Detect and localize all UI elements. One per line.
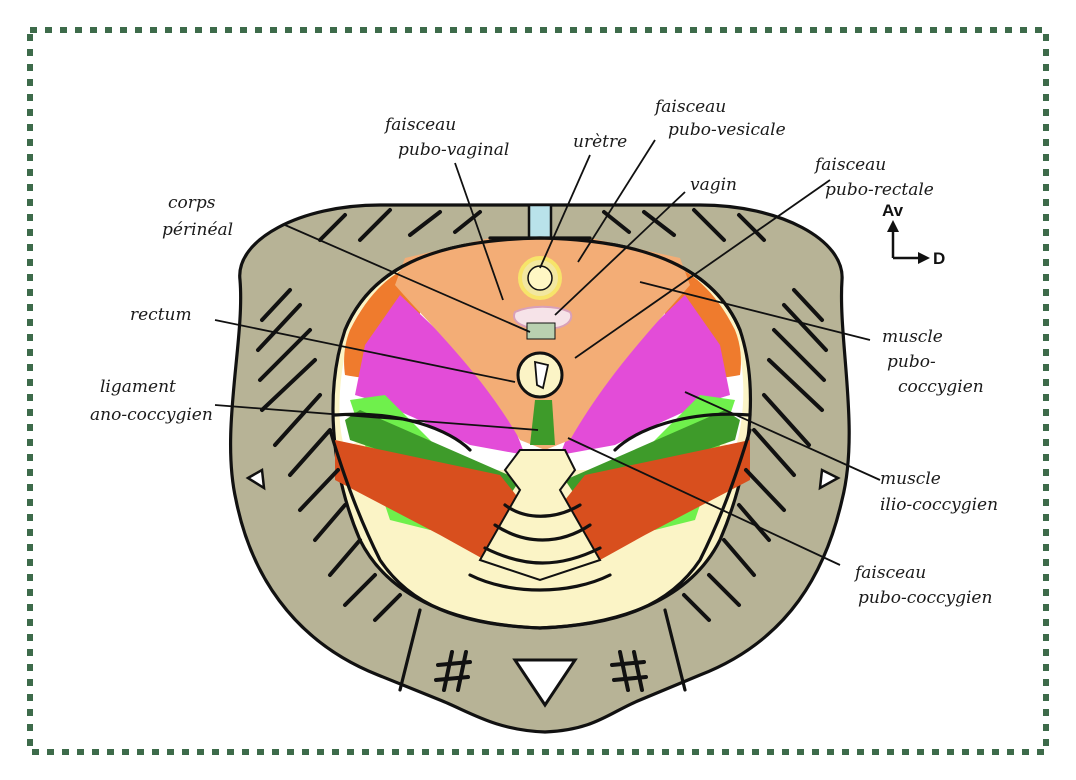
label-vagin: vagin: [690, 175, 737, 195]
obturator-foramen-right: [818, 468, 841, 491]
muscle-coccygeus-left: [335, 440, 520, 560]
label-rectum: rectum: [130, 305, 192, 325]
coccyx-tip: [512, 658, 578, 708]
corps-perineal-mesh: [526, 322, 556, 340]
label-corps-perineal: corps périnéal: [162, 193, 233, 240]
muscle-coccygeus-right: [565, 440, 750, 560]
label-faisceau-pubo-rectale: faisceau pubo-rectale: [813, 155, 934, 200]
bone-hatching-right: [602, 208, 828, 622]
label-faisceau-pubo-coccygien: faisceau pubo-coccygien: [853, 563, 992, 608]
label-faisceau-pubo-vaginal: faisceau pubo-vaginal: [383, 115, 509, 160]
leader-lines: [214, 139, 881, 566]
label-ligament-ano-coccygien: ligament ano-coccygien: [90, 377, 213, 425]
label-anterior: Av: [882, 201, 904, 220]
ligament-ano-coccygien: [530, 400, 555, 445]
label-right: D: [933, 249, 945, 268]
hash-mark-icon: [434, 650, 472, 692]
pubic-symphysis: [527, 203, 553, 240]
muscle-ilio-coccygien-left: [355, 295, 525, 455]
muscle-pubo-visceral: [395, 238, 690, 450]
label-muscle-ilio-coccygien: muscle ilio-coccygien: [880, 469, 998, 515]
hash-mark-icon: [610, 650, 648, 692]
label-faisceau-pubo-vesicale: faisceau pubo-vesicale: [653, 97, 786, 140]
muscle-ilio-coccygien-right: [560, 295, 730, 455]
obturator-foramen-left: [245, 467, 266, 491]
orientation-arrows-icon: [887, 220, 930, 264]
label-muscle-pubo-coccygien: muscle pubo- coccygien: [882, 327, 984, 397]
label-uretre: urètre: [573, 132, 627, 152]
bone-hatching-left: [256, 208, 482, 622]
